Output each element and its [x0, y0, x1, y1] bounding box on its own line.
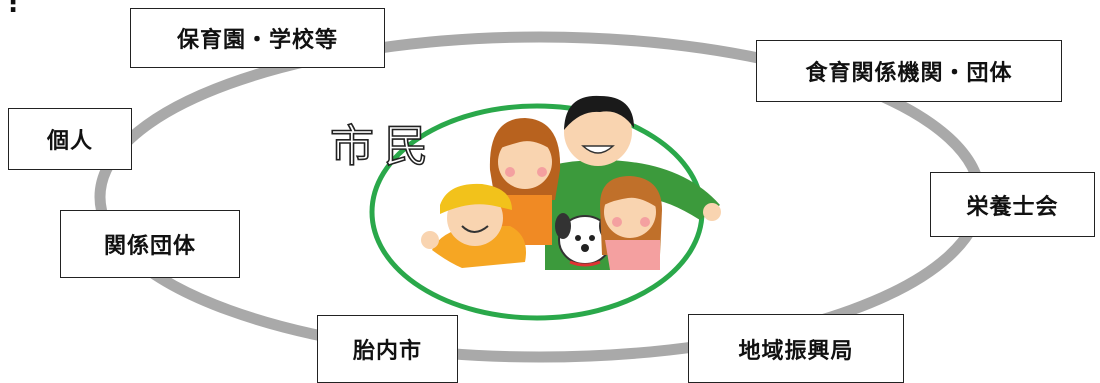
node-related-groups: 関係団体 — [60, 210, 240, 278]
node-food-education-orgs: 食育関係機関・団体 — [756, 40, 1062, 102]
node-dietitian-assoc: 栄養士会 — [930, 172, 1095, 237]
node-nursery-school: 保育園・学校等 — [130, 8, 385, 68]
center-label-citizens: 市民 — [329, 120, 438, 173]
node-tainai-city: 胎内市 — [317, 315, 458, 383]
corner-fragment: ⋮ — [0, 0, 26, 18]
node-regional-promotion-bureau: 地域振興局 — [688, 314, 904, 383]
family-illustration — [421, 95, 721, 270]
node-individual: 個人 — [8, 108, 132, 170]
